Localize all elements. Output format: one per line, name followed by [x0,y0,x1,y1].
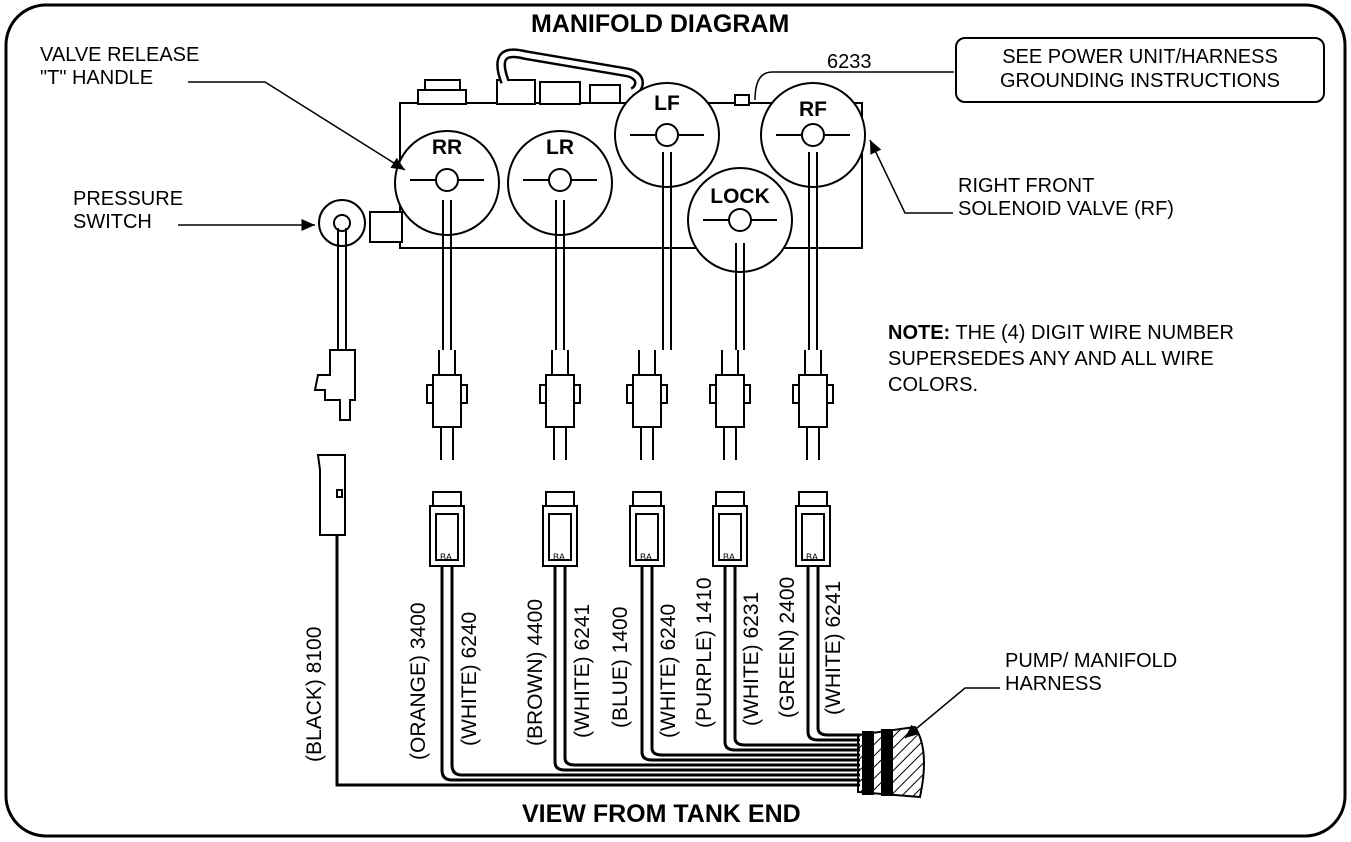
harness-wires [335,535,860,787]
grounding-line2: GROUNDING INSTRUCTIONS [1000,70,1280,92]
pin-label-lock: BA [723,552,736,562]
wire-label-white-6241-a: (WHITE) 6241 [571,603,594,738]
valve-label-lock: LOCK [710,185,770,208]
wire-label-green-2400: (GREEN) 2400 [776,576,799,718]
wire-label-purple-1410: (PURPLE) 1410 [693,577,716,728]
plug-connectors [426,350,834,460]
wire-label-orange-3400: (ORANGE) 3400 [407,602,430,760]
valve-rf [760,82,866,350]
harness-label: PUMP/ MANIFOLD HARNESS [1005,650,1177,696]
pressure-switch-line1: PRESSURE [73,188,184,210]
pin-label-lf: BA [640,552,653,562]
valve-label-rr: RR [431,136,463,159]
pressure-switch-label: PRESSURE SWITCH [73,188,183,234]
ground-wire-number: 6233 [827,51,872,73]
note-text: THE (4) DIGIT WIRE NUMBER SUPERSEDES ANY… [888,322,1234,396]
wire-note: NOTE: THE (4) DIGIT WIRE NUMBER SUPERSED… [888,320,1308,398]
valve-lr [507,130,613,350]
valve-rr [394,130,500,350]
wire-label-brown-4400: (BROWN) 4400 [524,598,547,746]
pressure-switch-line2: SWITCH [73,211,152,233]
right-front-line1: RIGHT FRONT [958,175,1095,197]
grounding-line1: SEE POWER UNIT/HARNESS [1002,46,1278,68]
right-front-label: RIGHT FRONT SOLENOID VALVE (RF) [958,175,1174,221]
leader-lines [178,71,1000,739]
harness-bundle [857,725,925,799]
pin-label-rf: BA [806,552,819,562]
valve-lf [614,82,720,350]
right-front-line2: SOLENOID VALVE (RF) [958,198,1174,220]
socket-connectors [429,491,831,567]
valve-lock [687,167,793,350]
diagram-footer: VIEW FROM TANK END [522,800,801,828]
diagram-title: MANIFOLD DIAGRAM [531,10,790,38]
valve-label-lr: LR [546,136,574,159]
valve-label-rf: RF [799,98,827,121]
wire-label-white-6240-b: (WHITE) 6240 [657,603,680,738]
harness-line1: PUMP/ MANIFOLD [1005,650,1178,672]
diagram-frame [4,3,1347,838]
valve-release-label: VALVE RELEASE "T" HANDLE [40,44,199,90]
wire-label-white-6241-b: (WHITE) 6241 [822,580,845,715]
wire-label-blue-1400: (BLUE) 1400 [609,606,632,728]
harness-line2: HARNESS [1005,673,1102,695]
valve-release-line1: VALVE RELEASE [40,44,200,66]
valve-release-line2: "T" HANDLE [40,67,154,89]
pin-label-lr: BA [553,552,566,562]
valve-label-lf: LF [654,92,680,115]
pin-label-rr: BA [440,552,453,562]
wire-label-white-6231: (WHITE) 6231 [740,591,763,726]
grounding-instructions-box: SEE POWER UNIT/HARNESS GROUNDING INSTRUC… [955,37,1325,103]
wire-label-black-8100: (BLACK) 8100 [303,626,326,762]
pressure-switch [313,199,366,536]
wire-label-white-6240-a: (WHITE) 6240 [458,611,481,746]
note-prefix: NOTE: [888,322,951,344]
